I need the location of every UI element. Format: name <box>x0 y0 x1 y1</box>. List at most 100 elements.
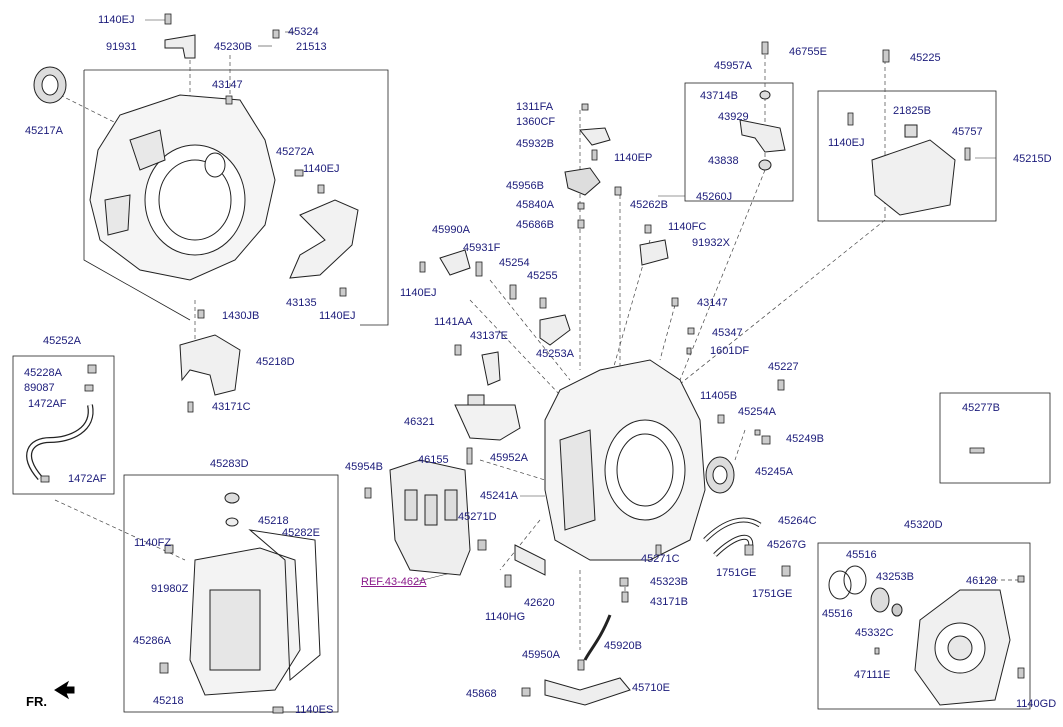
part-label[interactable]: 89087 <box>24 382 55 394</box>
part-label[interactable]: 46755E <box>789 46 827 58</box>
part-label[interactable]: 45957A <box>714 60 752 72</box>
part-label[interactable]: 1311FA <box>516 101 554 113</box>
part-label[interactable]: 45932B <box>516 138 554 150</box>
part-label[interactable]: 45710E <box>632 682 670 694</box>
part-label[interactable]: 21513 <box>296 41 327 53</box>
part-label[interactable]: 1140ES <box>295 704 334 716</box>
part-label[interactable]: 43171C <box>212 401 251 413</box>
part-label[interactable]: 45271D <box>458 511 497 523</box>
box-bracket-b <box>817 90 997 222</box>
part-label[interactable]: 1360CF <box>516 116 556 128</box>
seal-drawing <box>33 66 67 104</box>
reference-link[interactable]: REF.43-462A <box>361 576 427 588</box>
part-label[interactable]: 45282E <box>282 527 320 539</box>
part-label[interactable]: 46128 <box>966 575 997 587</box>
part-label[interactable]: 1751GE <box>752 588 793 600</box>
part-label[interactable]: 1140EJ <box>828 137 865 149</box>
part-label[interactable]: 1140EJ <box>319 310 356 322</box>
part-label[interactable]: 1140HG <box>485 611 526 623</box>
part-label[interactable]: 45218 <box>258 515 289 527</box>
part-label[interactable]: 45277B <box>962 402 1000 414</box>
part-label[interactable]: 45931F <box>463 242 501 254</box>
part-label[interactable]: 45245A <box>755 466 793 478</box>
part-label[interactable]: 1141AA <box>434 316 473 328</box>
part-label[interactable]: 45686B <box>516 219 554 231</box>
part-label[interactable]: 1140EJ <box>98 14 135 26</box>
part-label[interactable]: 1140EJ <box>400 287 437 299</box>
part-label[interactable]: 43171B <box>650 596 688 608</box>
part-label[interactable]: 43838 <box>708 155 739 167</box>
part-label[interactable]: 46321 <box>404 416 435 428</box>
part-label[interactable]: 45252A <box>43 335 81 347</box>
part-label[interactable]: 1140EP <box>614 152 653 164</box>
part-label[interactable]: 43714B <box>700 90 738 102</box>
part-label[interactable]: 45920B <box>604 640 642 652</box>
part-label[interactable]: 45332C <box>855 627 894 639</box>
part-label[interactable]: 45218D <box>256 356 295 368</box>
part-label[interactable]: 45262B <box>630 199 668 211</box>
part-label[interactable]: 45956B <box>506 180 544 192</box>
part-label[interactable]: 45954B <box>345 461 383 473</box>
box-bracket-a <box>684 82 794 202</box>
part-label[interactable]: 1472AF <box>68 473 107 485</box>
part-label[interactable]: 45260J <box>696 191 733 203</box>
part-label[interactable]: 1140FZ <box>134 537 172 549</box>
part-label[interactable]: 1140GD <box>1016 698 1057 710</box>
part-label[interactable]: 45215D <box>1013 153 1052 165</box>
part-label[interactable]: 21825B <box>893 105 931 117</box>
part-label[interactable]: 45950A <box>522 649 560 661</box>
part-label[interactable]: 1140EJ <box>303 163 340 175</box>
part-label[interactable]: 43135 <box>286 297 317 309</box>
part-label[interactable]: 45254A <box>738 406 776 418</box>
part-label[interactable]: 43929 <box>718 111 749 123</box>
part-label[interactable]: 43147 <box>212 79 243 91</box>
part-label[interactable]: 45272A <box>276 146 314 158</box>
part-label[interactable]: 91932X <box>692 237 730 249</box>
part-label[interactable]: 45320D <box>904 519 943 531</box>
part-label[interactable]: 45241A <box>480 490 518 502</box>
part-label[interactable]: 45952A <box>490 452 528 464</box>
part-label[interactable]: 43137E <box>470 330 508 342</box>
front-indicator: FR. <box>26 694 47 709</box>
part-label[interactable]: 45840A <box>516 199 554 211</box>
part-label[interactable]: 45283D <box>210 458 249 470</box>
part-label[interactable]: 45253A <box>536 348 574 360</box>
part-label[interactable]: 11405B <box>700 390 738 402</box>
part-label[interactable]: 91980Z <box>151 583 189 595</box>
part-label[interactable]: 45516 <box>846 549 877 561</box>
part-label[interactable]: 45254 <box>499 257 530 269</box>
part-label[interactable]: 45217A <box>25 125 63 137</box>
part-label[interactable]: 45324 <box>288 26 319 38</box>
part-label[interactable]: 45249B <box>786 433 824 445</box>
part-label[interactable]: 45323B <box>650 576 688 588</box>
part-label[interactable]: 45990A <box>432 224 470 236</box>
part-label[interactable]: 45227 <box>768 361 799 373</box>
part-label[interactable]: 43147 <box>697 297 728 309</box>
part-label[interactable]: 45347 <box>712 327 743 339</box>
part-label[interactable]: 45267G <box>767 539 807 551</box>
part-label[interactable]: 46155 <box>418 454 449 466</box>
part-label[interactable]: 42620 <box>524 597 555 609</box>
part-label[interactable]: 45218 <box>153 695 184 707</box>
part-label[interactable]: 45225 <box>910 52 941 64</box>
part-label[interactable]: 45264C <box>778 515 817 527</box>
part-label[interactable]: 91931 <box>106 41 137 53</box>
part-label[interactable]: 1751GE <box>716 567 757 579</box>
part-label[interactable]: 45868 <box>466 688 497 700</box>
part-label[interactable]: 45516 <box>822 608 853 620</box>
part-label[interactable]: 45230B <box>214 41 252 53</box>
box-oil-pan <box>123 474 339 713</box>
part-label[interactable]: 1430JB <box>222 310 260 322</box>
part-label[interactable]: 47111E <box>854 669 891 681</box>
part-label[interactable]: 45255 <box>527 270 558 282</box>
part-label[interactable]: 45286A <box>133 635 171 647</box>
part-label[interactable]: 45757 <box>952 126 983 138</box>
transmission-case-drawing <box>544 359 706 561</box>
part-label[interactable]: 45228A <box>24 367 62 379</box>
part-label[interactable]: 45271C <box>641 553 680 565</box>
part-label[interactable]: 1140FC <box>668 221 707 233</box>
part-label[interactable]: 1472AF <box>28 398 67 410</box>
part-label[interactable]: 43253B <box>876 571 914 583</box>
part-label[interactable]: 1601DF <box>710 345 750 357</box>
